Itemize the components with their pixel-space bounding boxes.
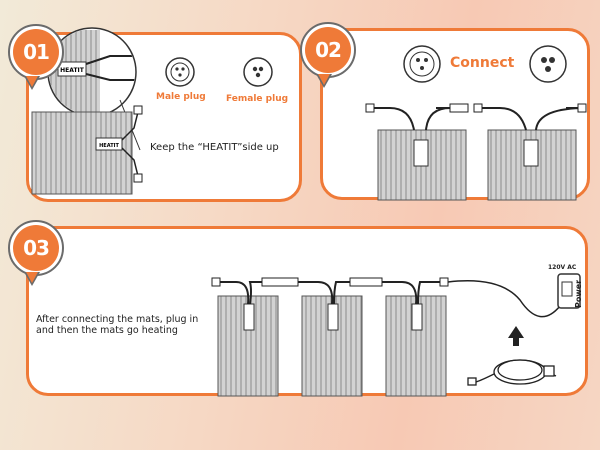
step-three-number: 03 <box>13 225 59 271</box>
zoom-mat-label: HEATIT <box>60 67 85 74</box>
male-plug-label: Male plug <box>156 92 206 102</box>
connect-female-plug-icon <box>529 45 567 83</box>
connect-male-plug-icon <box>403 45 441 83</box>
step-one-mat-label: HEATIT <box>99 143 119 149</box>
step-three-badge: 03 <box>8 220 64 286</box>
step-one-instruction: Keep the “HEATIT”side up <box>150 142 279 153</box>
power-cable <box>447 280 567 318</box>
plug-end-icon <box>133 173 143 183</box>
step-one-number: 01 <box>13 29 59 75</box>
step-one-badge: 01 <box>8 24 64 90</box>
step-three-mats <box>217 295 447 397</box>
female-plug-icon <box>243 57 273 87</box>
female-plug-label: Female plug <box>226 94 289 104</box>
outlet-voltage-label: 120V AC <box>548 264 577 271</box>
step-one-mat <box>31 111 133 195</box>
step-three-instruction-line1: After connecting the mats, plug in <box>36 314 199 325</box>
step-three-instruction-line2: and then the mats go heating <box>36 325 178 336</box>
up-arrow-icon <box>508 326 524 346</box>
step-two-number: 02 <box>305 27 351 73</box>
coiled-cable-icon <box>467 359 557 386</box>
power-label: Power <box>574 279 583 308</box>
step-two-badge: 02 <box>300 22 356 88</box>
connect-label: Connect <box>450 55 515 71</box>
male-plug-icon <box>165 57 195 87</box>
connector-joint-icon <box>449 103 469 113</box>
plug-end-icon <box>133 105 143 115</box>
